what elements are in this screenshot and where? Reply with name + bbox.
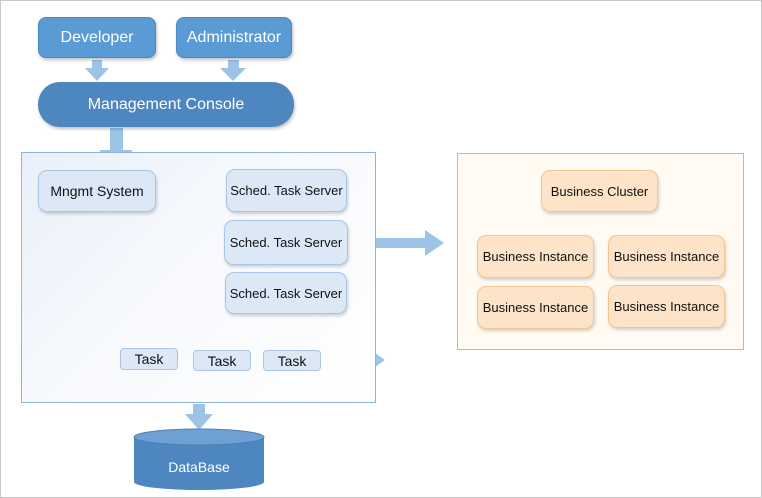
management-console[interactable]: Management Console: [38, 82, 294, 127]
developer-button[interactable]: Developer: [38, 17, 156, 58]
business-instance-4[interactable]: Business Instance: [608, 285, 725, 328]
database-label: DataBase: [168, 459, 230, 475]
administrator-button[interactable]: Administrator: [176, 17, 292, 58]
arrow-panel-to-database: [185, 404, 213, 430]
database-cylinder: [133, 428, 265, 490]
business-cluster-node[interactable]: Business Cluster: [541, 170, 658, 212]
arrow-developer-to-console: [85, 60, 109, 81]
mngmt-system-node[interactable]: Mngmt System: [38, 170, 156, 212]
arrow-administrator-to-console: [220, 60, 246, 81]
sched-task-server-3[interactable]: Sched. Task Server: [225, 272, 347, 314]
business-instance-2[interactable]: Business Instance: [608, 235, 725, 278]
sched-task-server-1[interactable]: Sched. Task Server: [226, 169, 347, 212]
sched-task-server-2[interactable]: Sched. Task Server: [224, 220, 348, 265]
task-item-2[interactable]: Task: [193, 350, 251, 371]
task-item-1[interactable]: Task: [120, 348, 178, 370]
business-instance-1[interactable]: Business Instance: [477, 235, 594, 278]
business-instance-3[interactable]: Business Instance: [477, 286, 594, 329]
task-item-3[interactable]: Task: [263, 350, 321, 371]
arrow-panel-to-business: [362, 230, 444, 256]
